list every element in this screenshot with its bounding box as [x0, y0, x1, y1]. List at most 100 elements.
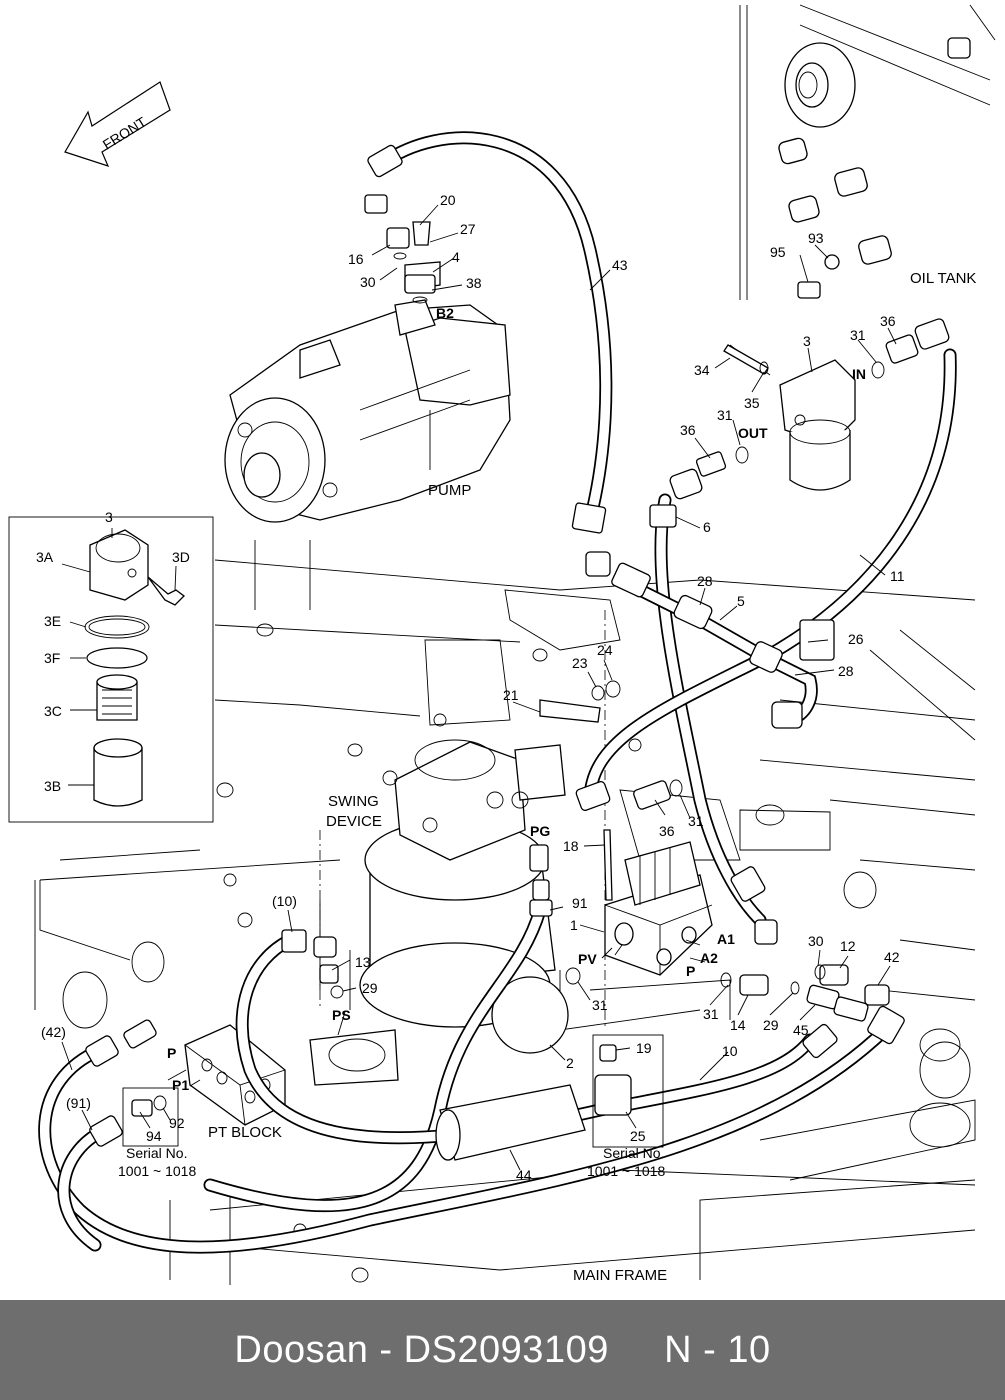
- callout: 31: [688, 813, 704, 829]
- callout: 6: [703, 519, 711, 535]
- callout: 18: [563, 838, 579, 854]
- captions: PUMP OIL TANK SWING DEVICE PT BLOCK MAIN…: [118, 270, 976, 1284]
- inset-label-3a: 3A: [36, 549, 54, 565]
- swing-device-caption-2: DEVICE: [326, 813, 382, 830]
- callout: 36: [680, 422, 696, 438]
- callout: 45: [793, 1022, 809, 1038]
- callout: 30: [360, 274, 376, 290]
- callout: 31: [717, 407, 733, 423]
- callout: 31: [850, 327, 866, 343]
- pump-caption: PUMP: [428, 482, 471, 499]
- callout: 27: [460, 221, 476, 237]
- callout: 13: [355, 954, 371, 970]
- port-p-block: P: [167, 1045, 176, 1061]
- oil-tank-area: [739, 4, 996, 300]
- callout: 38: [466, 275, 482, 291]
- port-out: OUT: [738, 425, 768, 441]
- callout: 95: [770, 244, 786, 260]
- port-ps: PS: [332, 1007, 351, 1023]
- callout: 5: [737, 593, 745, 609]
- callout: 28: [697, 573, 713, 589]
- inset-title: 3: [105, 509, 113, 525]
- front-label: FRONT: [100, 113, 150, 152]
- callout: (10): [272, 893, 297, 909]
- callout: 42: [884, 949, 900, 965]
- line-filter: [729, 344, 856, 491]
- hose-sleeve-end: [435, 1109, 461, 1161]
- callout: 36: [880, 313, 896, 329]
- callout: 21: [503, 687, 519, 703]
- serial-box-right: [592, 1034, 664, 1148]
- parts-diagram: FRONT: [8, 4, 996, 1285]
- pt-block: [184, 1024, 286, 1126]
- callout: 29: [362, 980, 378, 996]
- callout: 92: [169, 1115, 185, 1131]
- callout: 36: [659, 823, 675, 839]
- callout: 20: [440, 192, 456, 208]
- callout: 29: [763, 1017, 779, 1033]
- inset-label-3c: 3C: [44, 703, 62, 719]
- port-pg: PG: [530, 823, 550, 839]
- part-number-caption: Doosan - DS2093109 N - 10: [234, 1328, 771, 1371]
- callout: (42): [41, 1024, 66, 1040]
- leader-lines: [61, 204, 897, 1171]
- port-pv: PV: [578, 951, 597, 967]
- front-arrow: FRONT: [64, 81, 171, 167]
- port-p1-block: P1: [172, 1077, 189, 1093]
- callout: 12: [840, 938, 856, 954]
- callout: 44: [516, 1167, 532, 1183]
- callout: 23: [572, 655, 588, 671]
- callout: 26: [848, 631, 864, 647]
- callout: 1: [570, 917, 578, 933]
- filter-inset: [8, 516, 214, 823]
- hose-sleeve: [439, 1084, 586, 1161]
- callout: 34: [694, 362, 710, 378]
- callout: 2: [566, 1055, 574, 1071]
- callout: 28: [838, 663, 854, 679]
- main-frame-lines: [34, 540, 976, 1285]
- callout: 4: [452, 249, 460, 265]
- pump: [224, 261, 511, 523]
- callout: 91: [572, 895, 588, 911]
- callout: (91): [66, 1095, 91, 1111]
- port-a2: A2: [700, 950, 718, 966]
- swing-device: [309, 739, 566, 1086]
- callout: 24: [597, 642, 613, 658]
- callout-numbers: 20 27 16 4 30 38 43 95 93 34 3 31 36 35 …: [41, 192, 905, 1183]
- port-p-valve: P: [686, 963, 695, 979]
- inset-labels: 3 3A 3D 3E 3F 3C 3B: [36, 509, 190, 794]
- callout: 3: [803, 333, 811, 349]
- callout: 31: [703, 1006, 719, 1022]
- footer-bar: Doosan - DS2093109 N - 10: [0, 1300, 1005, 1400]
- callout: 93: [808, 230, 824, 246]
- port-labels: B2 IN OUT PG PV A1 A2 P PS P P1: [167, 305, 866, 1093]
- serial-box-left: [122, 1087, 179, 1147]
- callout: 11: [890, 568, 905, 584]
- main-frame-caption: MAIN FRAME: [573, 1267, 667, 1284]
- callout: 25: [630, 1128, 646, 1144]
- inset-label-3b: 3B: [44, 778, 61, 794]
- port-in: IN: [852, 366, 866, 382]
- port-a1: A1: [717, 931, 735, 947]
- pt-block-caption: PT BLOCK: [208, 1124, 282, 1141]
- callout: 43: [612, 257, 628, 273]
- fittings: [85, 144, 950, 1147]
- callout: 16: [348, 251, 364, 267]
- callout: 10: [722, 1043, 738, 1059]
- callout: 31: [592, 997, 608, 1013]
- serial-right-2: 1001 ~ 1018: [587, 1163, 665, 1179]
- valve-block: [604, 841, 713, 976]
- serial-left-2: 1001 ~ 1018: [118, 1163, 196, 1179]
- callout: 19: [636, 1040, 652, 1056]
- callout: 30: [808, 933, 824, 949]
- callout: 14: [730, 1017, 746, 1033]
- serial-left-1: Serial No.: [126, 1145, 187, 1161]
- inset-label-3d: 3D: [172, 549, 190, 565]
- accumulator: [491, 976, 569, 1054]
- callout: 35: [744, 395, 760, 411]
- inset-label-3f: 3F: [44, 650, 60, 666]
- port-b2: B2: [436, 305, 454, 321]
- callout: 94: [146, 1128, 162, 1144]
- serial-right-1: Serial No.: [603, 1145, 664, 1161]
- swing-device-caption-1: SWING: [328, 793, 379, 810]
